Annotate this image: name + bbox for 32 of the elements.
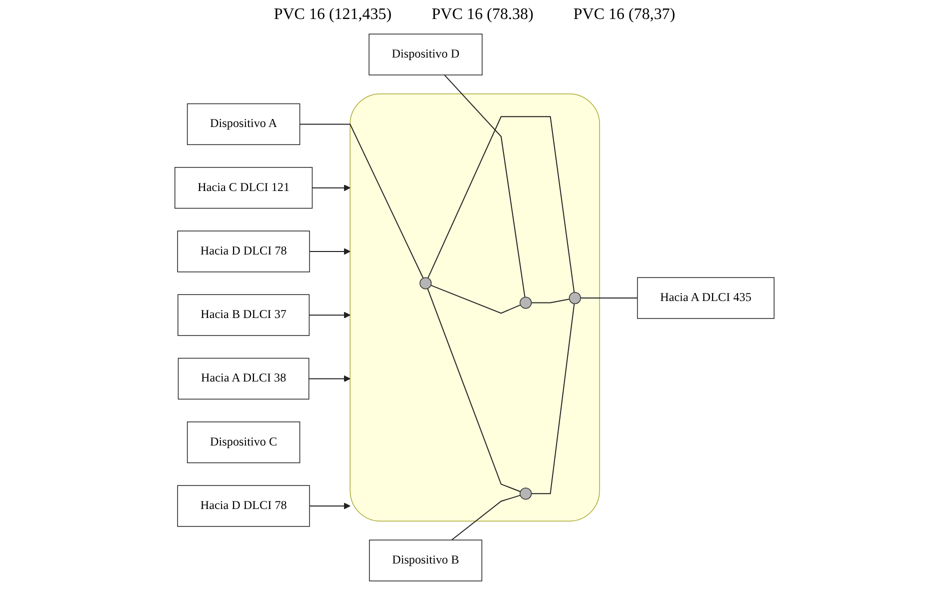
node-box: Dispositivo D xyxy=(368,34,483,76)
node-circle xyxy=(520,296,532,309)
connector xyxy=(427,288,521,492)
cluster xyxy=(350,94,600,522)
node-circle xyxy=(420,277,432,290)
node-box: Hacia C DLCI 121 xyxy=(174,167,313,209)
arrow xyxy=(312,184,350,192)
connector xyxy=(451,494,521,541)
node-box: Dispositivo C xyxy=(186,422,300,464)
node-box: Hacia A DLCI 435 xyxy=(637,277,774,319)
node-circle xyxy=(520,488,532,500)
connector xyxy=(444,74,526,298)
node-circle xyxy=(568,292,581,304)
node-box: Hacia D DLCI 78 xyxy=(177,485,310,527)
connector xyxy=(430,284,521,314)
connector xyxy=(299,124,424,279)
node-box: Hacia A DLCI 38 xyxy=(178,358,310,400)
arrow xyxy=(308,312,350,318)
connector xyxy=(427,116,575,293)
connector xyxy=(530,303,575,494)
connector xyxy=(580,298,638,299)
connector xyxy=(530,298,570,304)
pvc-label: PVC 16 (78.38) xyxy=(432,6,534,24)
node-box: Hacia D DLCI 78 xyxy=(177,230,310,272)
arrow xyxy=(308,375,350,382)
arrow xyxy=(309,248,350,255)
node-box: Hacia B DLCI 37 xyxy=(178,294,310,336)
pvc-label: PVC 16 (121,435) xyxy=(274,6,392,24)
arrow xyxy=(309,502,350,510)
pvc-label: PVC 16 (78,37) xyxy=(573,6,676,24)
node-box: Dispositivo A xyxy=(186,103,300,146)
node-box: Dispositivo B xyxy=(369,540,482,582)
